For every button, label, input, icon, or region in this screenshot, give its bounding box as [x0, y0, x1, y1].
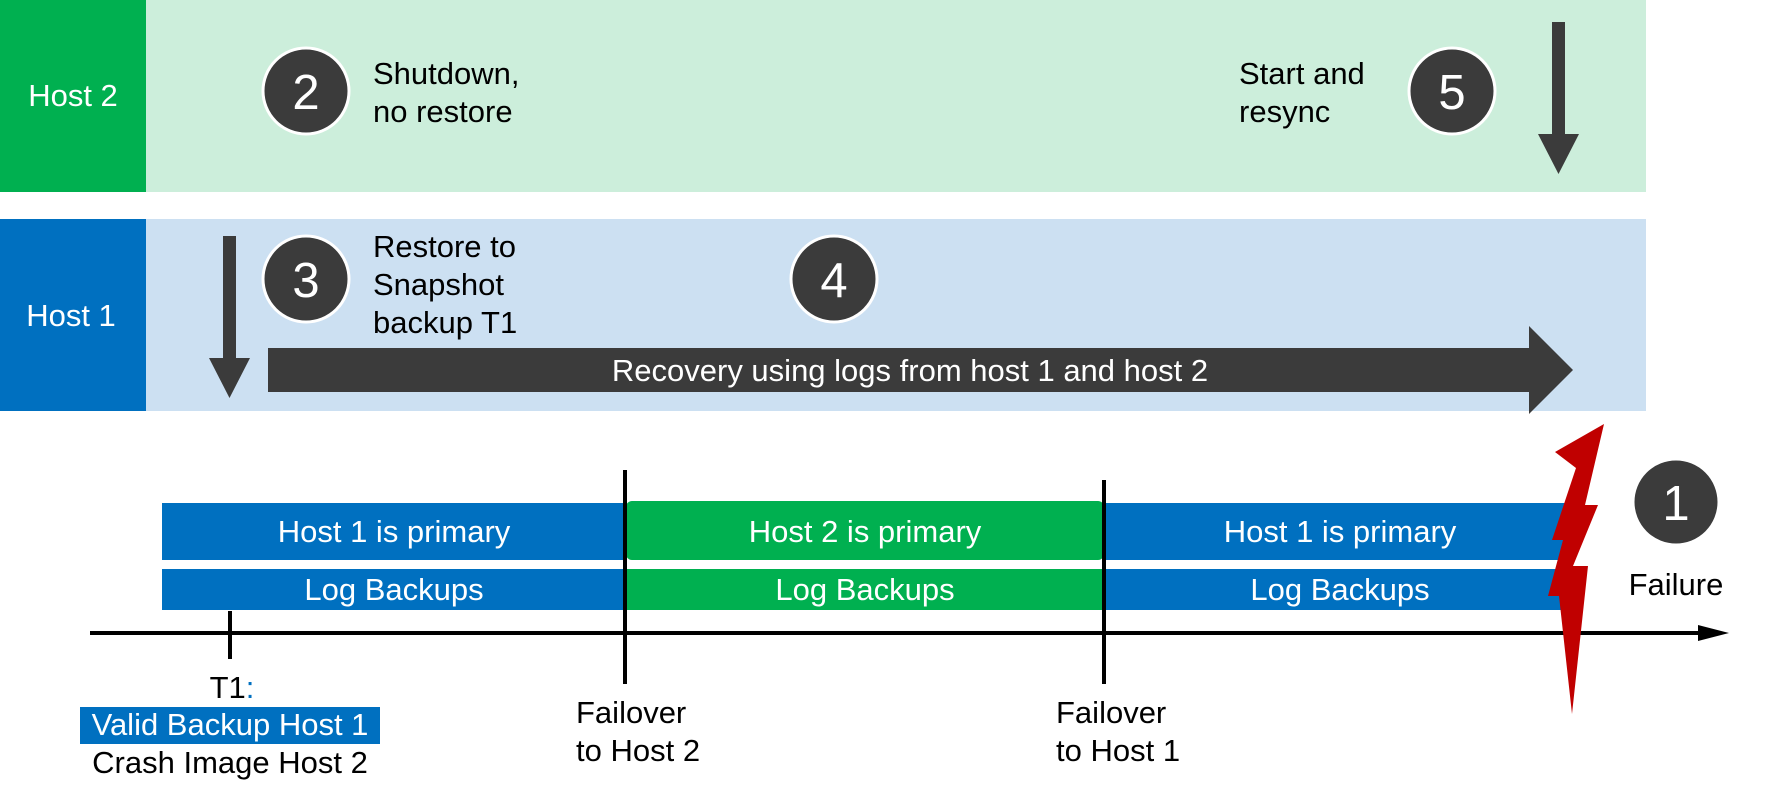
step-2-caption-line: no restore: [373, 94, 513, 129]
segment-1-logs-bar: [162, 569, 626, 610]
host1-down-arrow: [209, 236, 250, 398]
step-4-circle: [789, 234, 879, 324]
failover-2-label-line: Failover: [1056, 695, 1166, 730]
host1-label: Host 1: [26, 298, 116, 333]
t1-crash-image: Crash Image Host 2: [92, 745, 368, 780]
segment-2-primary-label: Host 2 is primary: [749, 514, 982, 549]
segment-1-logs-label: Log Backups: [304, 572, 483, 607]
step-5-caption: Start and resync: [1239, 56, 1373, 129]
host2-band: [146, 0, 1646, 192]
t1-valid-highlight: [80, 707, 380, 744]
t1-valid-backup: Valid Backup Host 1: [92, 707, 369, 742]
failover-1-label: Failover to Host 2: [576, 695, 700, 768]
timeline: Host 1 is primary Log Backups Host 2 is …: [80, 424, 1729, 780]
segment-2-logs-label: Log Backups: [775, 572, 954, 607]
step-3-caption-line: backup T1: [373, 305, 517, 340]
segment-3-logs-bar: [1104, 569, 1566, 610]
step-3-caption-line: Restore to: [373, 229, 516, 264]
step-2-circle: [261, 46, 351, 136]
segment-2-primary-bar: [626, 501, 1104, 560]
step-5-caption-line: resync: [1239, 94, 1330, 129]
step-2-number: 2: [292, 66, 319, 120]
t1-colon: :: [246, 670, 255, 705]
step-2-caption-line: Shutdown,: [373, 56, 520, 91]
segment-3-primary-bar: [1104, 503, 1566, 560]
time-axis-arrowhead: [1698, 625, 1729, 641]
segment-2-logs-bar: [626, 569, 1104, 610]
step-1-circle: [1631, 457, 1721, 547]
step-5-circle: [1407, 46, 1497, 136]
step-3-caption-line: Snapshot: [373, 267, 504, 302]
failover-2-label-line: to Host 1: [1056, 733, 1180, 768]
recovery-arrow: [268, 326, 1573, 414]
segment-1-primary-label: Host 1 is primary: [278, 514, 511, 549]
step-5-caption-line: Start and: [1239, 56, 1365, 91]
step-3-number: 3: [292, 254, 319, 308]
host2-lane: Host 2 2 Shutdown, no restore Start and …: [0, 0, 1646, 192]
failover-1-label-line: to Host 2: [576, 733, 700, 768]
t1-label: T1:: [210, 670, 255, 705]
recovery-arrow-label: Recovery using logs from host 1 and host…: [612, 353, 1208, 388]
step-1-caption: Failure: [1629, 567, 1724, 602]
segment-3-primary-label: Host 1 is primary: [1224, 514, 1457, 549]
step-4-number: 4: [820, 254, 847, 308]
host2-down-arrow: [1538, 22, 1579, 174]
failover-2-label: Failover to Host 1: [1056, 695, 1180, 768]
segment-1-primary-bar: [162, 503, 626, 560]
step-1-number: 1: [1662, 477, 1689, 531]
step-5-number: 5: [1438, 66, 1465, 120]
segment-3-logs-label: Log Backups: [1250, 572, 1429, 607]
failure-lightning-icon: [1548, 424, 1604, 714]
step-2-caption: Shutdown, no restore: [373, 56, 528, 129]
host2-label-box: [0, 0, 146, 192]
step-3-caption: Restore to Snapshot backup T1: [373, 229, 525, 340]
host2-label: Host 2: [28, 78, 118, 113]
t1-name: T1: [210, 670, 246, 705]
host1-lane: Host 1 3 Restore to Snapshot backup T1 4…: [0, 219, 1646, 414]
failover-1-label-line: Failover: [576, 695, 686, 730]
host1-label-box: [0, 219, 146, 411]
step-3-circle: [261, 234, 351, 324]
